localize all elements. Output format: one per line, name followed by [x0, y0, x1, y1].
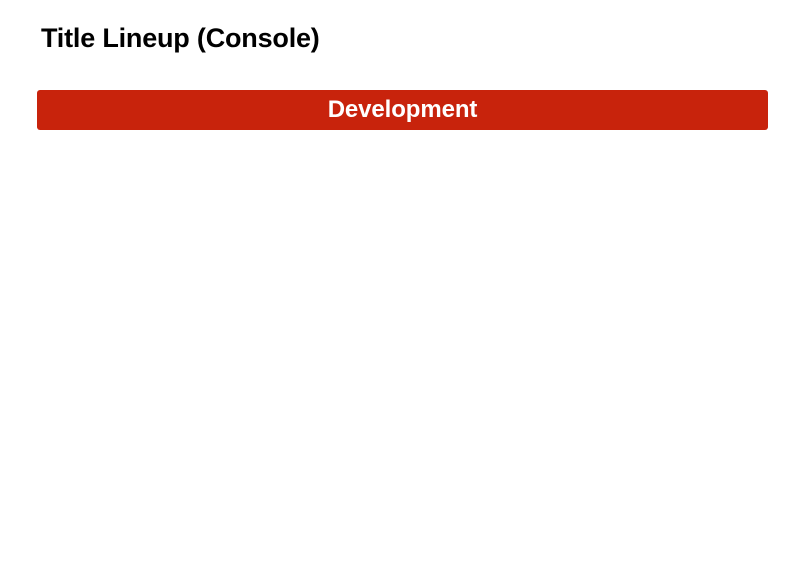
section-banner-development: Development: [37, 90, 768, 130]
section-banner-label: Development: [327, 96, 478, 123]
slide-content-area: [37, 140, 768, 550]
page-title: Title Lineup (Console): [41, 23, 320, 53]
